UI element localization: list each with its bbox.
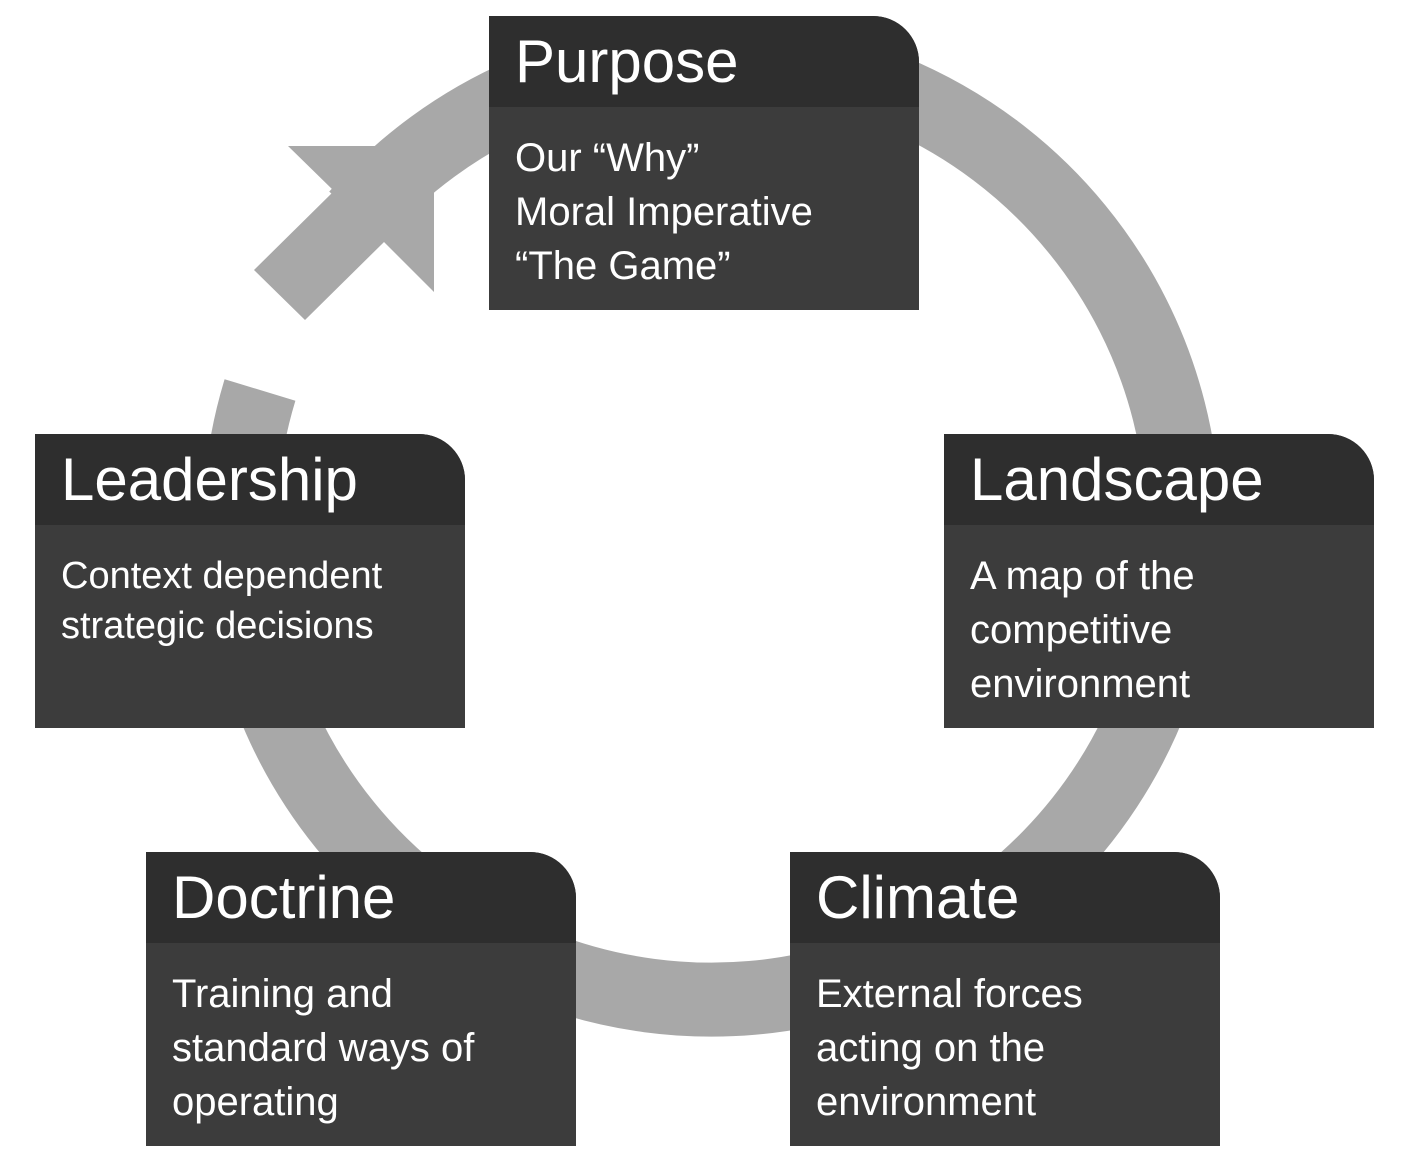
leadership-card: Leadership Context dependent strategic d… (35, 434, 465, 728)
climate-line: environment (816, 1080, 1037, 1124)
leadership-line: Context dependent (61, 555, 383, 597)
landscape-line: competitive (970, 608, 1173, 652)
landscape-card: Landscape A map of the competitive envir… (944, 434, 1374, 728)
leadership-line: strategic decisions (61, 605, 374, 647)
purpose-card: Purpose Our “Why” Moral Imperative “The … (489, 16, 919, 310)
cycle-arrow-icon (254, 146, 434, 320)
doctrine-title: Doctrine (146, 852, 576, 943)
landscape-description: A map of the competitive environment (944, 525, 1374, 711)
landscape-line: environment (970, 662, 1191, 706)
purpose-line: Moral Imperative (515, 190, 813, 234)
leadership-description: Context dependent strategic decisions (35, 525, 465, 651)
doctrine-line: standard ways of (172, 1026, 475, 1070)
purpose-description: Our “Why” Moral Imperative “The Game” (489, 107, 919, 293)
climate-title: Climate (790, 852, 1220, 943)
purpose-line: “The Game” (515, 244, 731, 288)
climate-line: acting on the (816, 1026, 1046, 1070)
landscape-title: Landscape (944, 434, 1374, 525)
climate-card: Climate External forces acting on the en… (790, 852, 1220, 1146)
climate-line: External forces (816, 972, 1083, 1016)
doctrine-description: Training and standard ways of operating (146, 943, 576, 1129)
climate-description: External forces acting on the environmen… (790, 943, 1220, 1129)
doctrine-card: Doctrine Training and standard ways of o… (146, 852, 576, 1146)
purpose-title: Purpose (489, 16, 919, 107)
landscape-line: A map of the (970, 554, 1195, 598)
doctrine-line: Training and (172, 972, 393, 1016)
purpose-line: Our “Why” (515, 136, 700, 180)
leadership-title: Leadership (35, 434, 465, 525)
doctrine-line: operating (172, 1080, 339, 1124)
